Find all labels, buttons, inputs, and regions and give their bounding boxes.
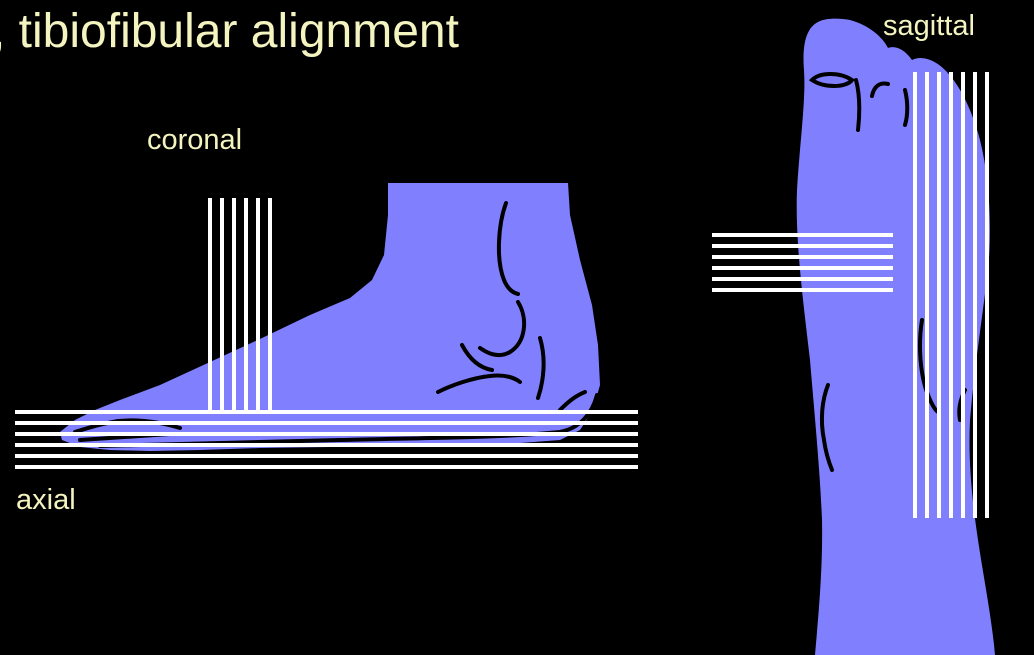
axial-label: axial (16, 484, 76, 517)
coronal-label: coronal (147, 124, 242, 157)
sagittal-plane-lines (915, 72, 987, 518)
dorsal-foot-silhouette (797, 19, 995, 655)
sagittal-label: sagittal (883, 10, 975, 43)
